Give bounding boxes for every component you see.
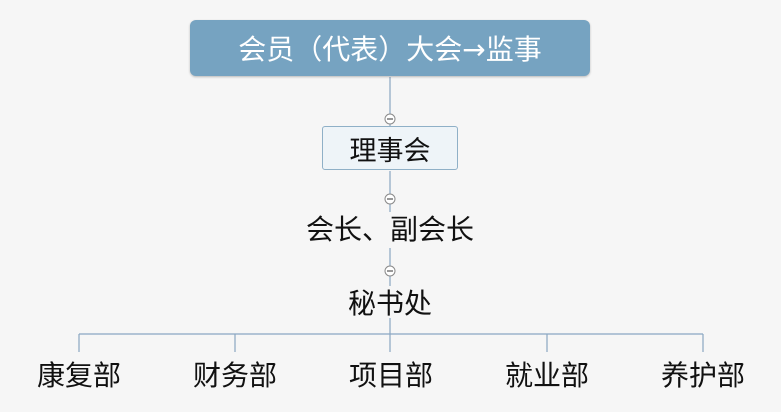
secretariat-node[interactable]: 秘书处 — [320, 280, 460, 324]
department-node-employment[interactable]: 就业部 — [482, 352, 612, 396]
department-node-care[interactable]: 养护部 — [638, 352, 768, 396]
department-label: 财务部 — [192, 359, 277, 392]
leaders-node-label: 会长、副会长 — [305, 213, 474, 246]
board-node-label: 理事会 — [349, 135, 431, 167]
root-node[interactable]: 会员（代表）大会→监事 — [190, 20, 590, 76]
collapse-toggle-board[interactable] — [384, 193, 396, 205]
department-label: 项目部 — [348, 359, 433, 392]
root-node-label: 会员（代表）大会→监事 — [238, 33, 542, 66]
department-label: 就业部 — [504, 359, 589, 392]
department-node-projects[interactable]: 项目部 — [326, 352, 456, 396]
department-label: 养护部 — [660, 359, 745, 392]
collapse-toggle-leaders[interactable] — [384, 265, 396, 277]
department-node-finance[interactable]: 财务部 — [170, 352, 300, 396]
collapse-toggle-root[interactable] — [384, 113, 396, 125]
board-node[interactable]: 理事会 — [322, 126, 458, 170]
leaders-node[interactable]: 会长、副会长 — [270, 206, 510, 250]
department-label: 康复部 — [36, 359, 121, 392]
secretariat-node-label: 秘书处 — [347, 287, 432, 320]
department-node-rehabilitation[interactable]: 康复部 — [14, 352, 144, 396]
